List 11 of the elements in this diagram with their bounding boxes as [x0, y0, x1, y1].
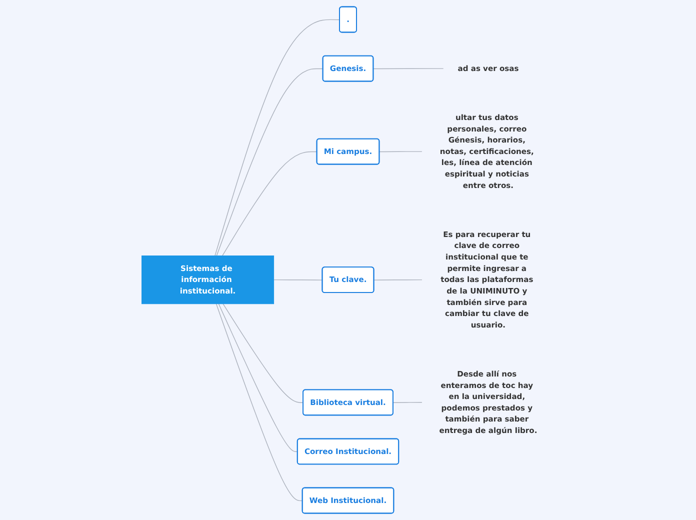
connector: [216, 68, 324, 256]
connector: [216, 304, 303, 502]
connector: [218, 304, 298, 452]
connector: [214, 19, 340, 256]
connector: [273, 279, 323, 280]
connector: [222, 151, 318, 256]
connector: [222, 304, 304, 403]
connector: [392, 402, 423, 403]
connector: [374, 279, 423, 280]
connector: [373, 68, 444, 70]
connector: [379, 151, 423, 152]
